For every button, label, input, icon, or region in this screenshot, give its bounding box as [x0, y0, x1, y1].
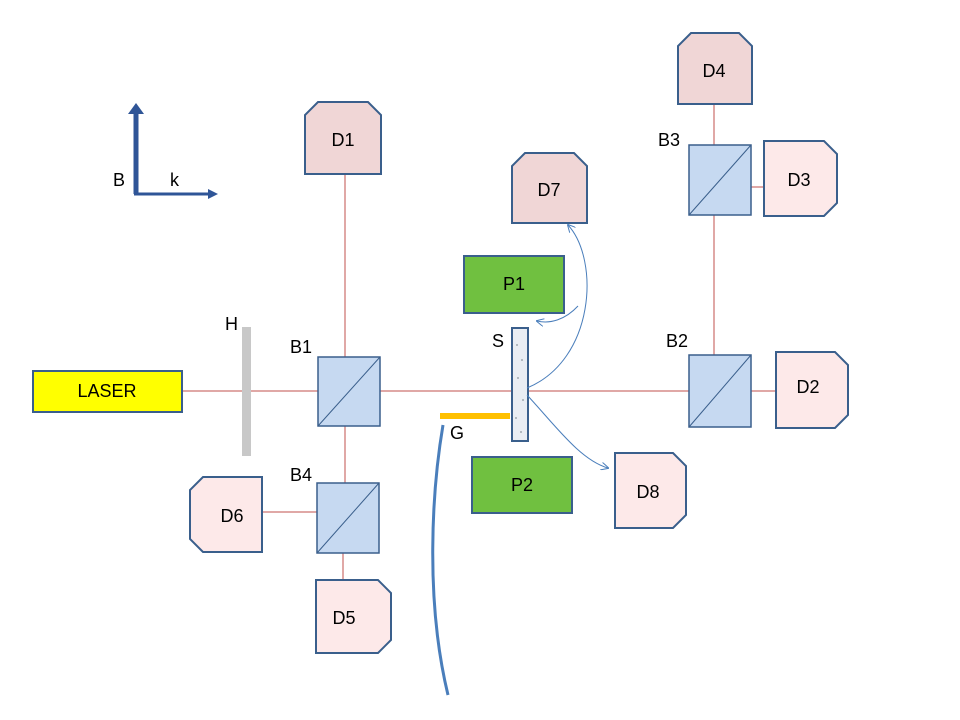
plate-p2-body: [471, 456, 573, 514]
detector-d8-body: [614, 452, 687, 529]
grating-bar: [440, 413, 510, 419]
detector-d7: D7: [511, 152, 588, 224]
sample-body: [511, 327, 529, 442]
splitter-b3: B3: [658, 130, 752, 216]
arrow-to-d8: [526, 394, 608, 468]
k-axis-arrowhead: [208, 189, 218, 199]
detector-d1-body: [304, 101, 382, 175]
splitter-b4-label: B4: [290, 465, 312, 485]
filter-h: H: [225, 314, 251, 456]
splitter-b4-diagonal: [316, 482, 380, 554]
arrow-to-p1: [537, 305, 579, 322]
splitter-b1-diagonal: [317, 356, 381, 427]
plate-p1: P1: [463, 255, 565, 314]
detector-d2-label: D2: [796, 377, 819, 397]
detector-d3-body: [763, 140, 838, 217]
laser-box: [32, 370, 183, 413]
sample-label: S: [492, 331, 504, 351]
detector-d5-body: [315, 579, 392, 654]
filter-label: H: [225, 314, 238, 334]
detector-d4-body: [677, 32, 753, 105]
arrow-to-d7: [526, 225, 588, 389]
splitter-b1-label: B1: [290, 337, 312, 357]
detector-d4: D4: [677, 32, 753, 105]
laser-source: LASER: [32, 370, 183, 413]
detector-d4-label: D4: [702, 61, 725, 81]
beam-paths: [182, 104, 776, 580]
sample-s: S: [492, 327, 529, 442]
k-axis-label: k: [170, 170, 180, 190]
detector-d2: D2: [775, 351, 849, 429]
splitter-b2-label: B2: [666, 331, 688, 351]
splitter-b4: B4: [290, 465, 380, 554]
b-axis-label: B: [113, 170, 125, 190]
field-axes: B k: [113, 103, 218, 199]
detector-d1: D1: [304, 101, 382, 175]
splitter-b2: B2: [666, 331, 752, 428]
plate-p1-label: P1: [503, 274, 525, 294]
plate-p1-body: [463, 255, 565, 314]
splitter-b2-diagonal: [688, 354, 752, 428]
laser-label: LASER: [77, 381, 136, 401]
splitter-b1: B1: [290, 337, 381, 427]
detector-d5: D5: [315, 579, 392, 654]
detector-d7-body: [511, 152, 588, 224]
grating-lead-wire: [431, 424, 450, 696]
detector-d8-label: D8: [636, 482, 659, 502]
grating-label: G: [450, 423, 464, 443]
detector-d6: D6: [189, 476, 263, 553]
detector-d7-label: D7: [537, 180, 560, 200]
splitter-b3-label: B3: [658, 130, 680, 150]
detector-d3: D3: [763, 140, 838, 217]
detector-d6-body: [189, 476, 263, 553]
plate-p2: P2: [471, 456, 573, 514]
filter-plate: [242, 327, 251, 456]
grating-g: G: [431, 413, 510, 696]
plate-p2-label: P2: [511, 475, 533, 495]
detector-d8: D8: [614, 452, 687, 529]
splitter-b3-diagonal: [688, 144, 752, 216]
b-axis-arrowhead: [128, 103, 144, 114]
detector-d6-label: D6: [220, 506, 243, 526]
detector-d5-label: D5: [332, 608, 355, 628]
detector-d2-body: [775, 351, 849, 429]
detector-d1-label: D1: [331, 130, 354, 150]
detector-d3-label: D3: [787, 170, 810, 190]
